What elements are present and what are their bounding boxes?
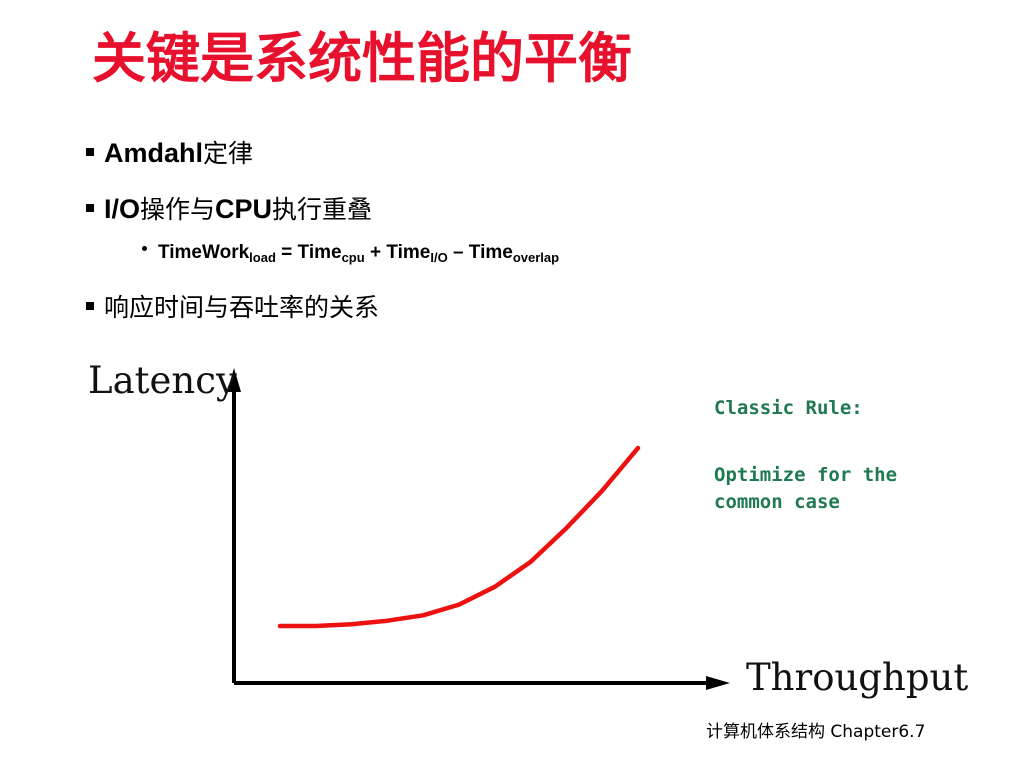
bullet-amdahl-cjk: 定律 xyxy=(203,139,254,168)
formula-sub-3: I/O xyxy=(430,250,448,265)
formula-term-2: = Time xyxy=(275,242,342,263)
square-bullet-icon xyxy=(86,147,94,156)
bullet-amdahl-latin: Amdahl xyxy=(104,138,204,168)
formula-term-3: + Time xyxy=(364,242,431,263)
x-axis-label: Throughput xyxy=(746,656,968,699)
round-bullet-icon xyxy=(142,246,147,252)
bullet-amdahl: Amdahl定律 xyxy=(86,136,253,171)
bullet-io-latin: I/O xyxy=(104,194,141,224)
classic-rule-line-1: Optimize for the xyxy=(714,464,898,486)
square-bullet-icon xyxy=(86,203,94,212)
square-bullet-icon xyxy=(86,301,94,310)
slide-title: 关键是系统性能的平衡 xyxy=(92,27,632,90)
bullet-latency-cjk: 响应时间与吞吐率的关系 xyxy=(104,293,380,322)
classic-rule-line-2: common case xyxy=(714,491,840,513)
classic-rule-title: Classic Rule: xyxy=(714,397,863,419)
latency-curve xyxy=(277,445,641,629)
formula-term-4: – Time xyxy=(447,242,513,263)
formula-sub-2: cpu xyxy=(341,250,365,265)
x-axis-arrow-icon xyxy=(706,676,730,690)
bullet-overlap-cjk: 执行重叠 xyxy=(272,195,373,224)
formula-sub-4: overlap xyxy=(512,250,560,265)
formula-sub-1: load xyxy=(249,250,276,265)
footer-chapter: 计算机体系结构 Chapter6.7 xyxy=(706,722,926,742)
bullet-io-cpu-overlap: I/O操作与CPU执行重叠 xyxy=(86,192,372,227)
bullet-io-cjk: 操作与 xyxy=(140,195,216,224)
formula-term-1: TimeWork xyxy=(158,242,250,263)
bullet-cpu-latin: CPU xyxy=(215,194,273,224)
y-axis-arrow-icon xyxy=(227,368,241,392)
y-axis-label: Latency xyxy=(88,359,237,402)
bullet-latency-throughput: 响应时间与吞吐率的关系 xyxy=(86,290,379,325)
formula-line: TimeWorkload = Timecpu + TimeI/O – Timeo… xyxy=(142,239,559,267)
